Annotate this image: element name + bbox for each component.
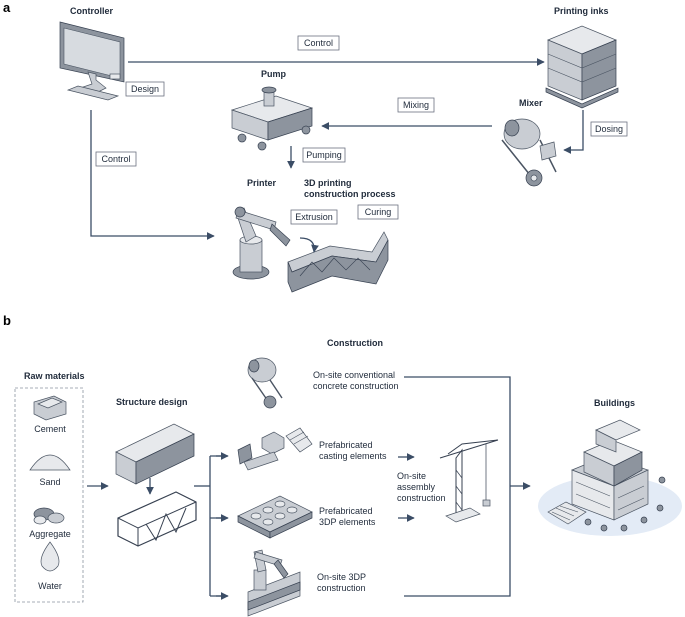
dosing-tag-text: Dosing [595, 124, 623, 134]
dosing-tag [590, 121, 628, 137]
mixer-label: Mixer [519, 98, 543, 108]
tower-crane-icon [439, 439, 499, 523]
mixing-tag [397, 97, 435, 113]
curing-tag-text: Curing [365, 207, 392, 217]
structure-design-label: Structure design [116, 397, 188, 407]
route-assembly-2: assembly [397, 482, 436, 492]
cement-bags-pallet-icon [545, 25, 619, 109]
solid-block-icon [115, 423, 195, 485]
extrusion-arrow [299, 237, 319, 253]
panel-a-label: a [3, 0, 11, 15]
control-tag-top [297, 35, 340, 51]
3dp-building-icon [538, 419, 682, 536]
printed-wall-icon [287, 231, 389, 293]
robot-arm-printer-icon [232, 206, 291, 280]
controller-label: Controller [70, 6, 113, 16]
route-onsite-3dp-2: construction [317, 583, 366, 593]
mixing-tag-text: Mixing [403, 100, 429, 110]
panel-b-connectors [87, 376, 531, 600]
design-tag [125, 81, 165, 97]
sand-pile-icon [29, 454, 71, 471]
printing-inks-label: Printing inks [554, 6, 609, 16]
arrow-inks-to-mixer [563, 110, 584, 154]
material-cement: Cement [34, 424, 66, 434]
pump-icon [230, 86, 314, 151]
pumping-tag-text: Pumping [306, 150, 342, 160]
printer-label: Printer [247, 178, 277, 188]
water-drop-icon [40, 541, 60, 572]
pump-label: Pump [261, 69, 287, 79]
raw-materials-label: Raw materials [24, 371, 85, 381]
extrusion-tag-text: Extrusion [295, 212, 333, 222]
route-prefab-casting-1: Prefabricated [319, 440, 373, 450]
panel-a-connectors [90, 58, 584, 240]
mixer-truck-icon [247, 357, 283, 409]
route-onsite-conventional-1: On-site conventional [313, 370, 395, 380]
arrow-controller-to-printer [90, 110, 215, 240]
material-water: Water [38, 581, 62, 591]
panel-b-label: b [3, 313, 11, 328]
route-prefab-3dp-1: Prefabricated [319, 506, 373, 516]
design-tag-text: Design [131, 84, 159, 94]
route-onsite-3dp-1: On-site 3DP [317, 572, 366, 582]
process-label-line1: 3D printing [304, 178, 352, 188]
optimized-truss-icon [117, 491, 197, 547]
extrusion-tag [290, 209, 338, 225]
route-prefab-3dp-2: 3DP elements [319, 517, 376, 527]
control-tag-top-text: Control [304, 38, 333, 48]
material-aggregate: Aggregate [29, 529, 71, 539]
buildings-label: Buildings [594, 398, 635, 408]
route-assembly-3: construction [397, 493, 446, 503]
route-prefab-casting-2: casting elements [319, 451, 387, 461]
aggregate-stones-icon [33, 507, 65, 525]
concrete-mixer-icon [501, 118, 557, 187]
control-tag-left [95, 151, 137, 167]
onsite-3dp-robot-icon [247, 549, 301, 617]
cement-bags-icon [33, 395, 67, 421]
raw-materials-box [14, 387, 84, 603]
process-label-line2: construction process [304, 189, 396, 199]
route-assembly-1: On-site [397, 471, 426, 481]
control-tag-left-text: Control [101, 154, 130, 164]
route-onsite-conventional-2: concrete construction [313, 381, 399, 391]
material-sand: Sand [39, 477, 60, 487]
precast-elements-icon [237, 427, 313, 471]
pumping-tag [302, 147, 346, 163]
construction-label: Construction [327, 338, 383, 348]
3dp-panel-icon [237, 495, 313, 539]
computer-icon [59, 21, 125, 101]
curing-tag [357, 204, 399, 220]
